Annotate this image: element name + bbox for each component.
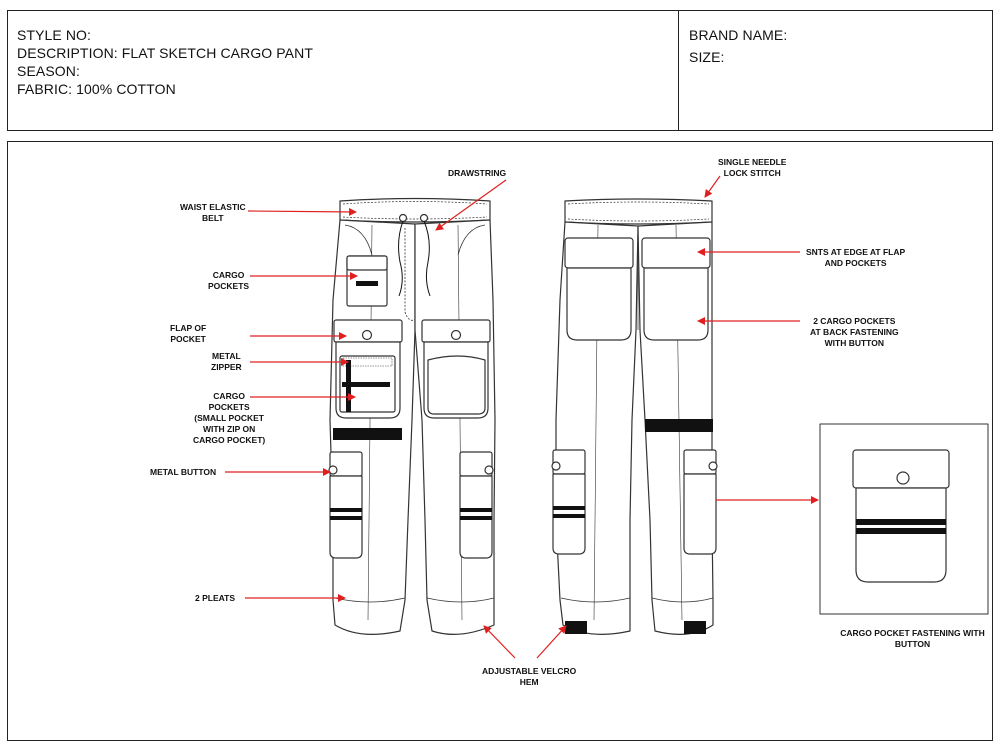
flap-of-pocket-label: FLAP OF POCKET <box>170 323 207 344</box>
single-needle-label: SINGLE NEEDLE LOCK STITCH <box>718 157 787 178</box>
drawstring-label: DRAWSTRING <box>448 168 507 178</box>
metal-zipper-label: METAL ZIPPER <box>211 351 242 372</box>
sketch-sheet <box>7 141 993 741</box>
season-label: SEASON: <box>17 63 80 79</box>
pocket-detail <box>819 423 989 615</box>
fabric-label: FABRIC: 100% COTTON <box>17 81 176 97</box>
snts-label: SNTS AT EDGE AT FLAP AND POCKETS <box>806 247 906 268</box>
description-label: DESCRIPTION: FLAT SKETCH CARGO PANT <box>17 45 313 61</box>
waist-elastic-label: WAIST ELASTIC BELT <box>180 202 246 223</box>
cargo-pockets-label: CARGO POCKETS <box>208 270 250 291</box>
spec-header <box>7 10 993 131</box>
metal-button-label: METAL BUTTON <box>150 467 217 477</box>
header-divider <box>678 11 679 130</box>
small-pocket-label: CARGO POCKETS (SMALL POCKET WITH ZIP ON … <box>193 391 266 445</box>
size-label: SIZE: <box>689 49 725 65</box>
two-pleats-label: 2 PLEATS <box>195 593 235 603</box>
back-view-pant <box>551 198 718 635</box>
detail-caption: CARGO POCKET FASTENING WITH BUTTON <box>840 628 985 649</box>
front-view-pant <box>328 197 496 635</box>
callout-arrows <box>225 175 819 659</box>
velcro-hem-label: ADJUSTABLE VELCRO HEM <box>482 666 577 687</box>
style-no-label: STYLE NO: <box>17 27 92 43</box>
brand-name-label: BRAND NAME: <box>689 27 788 43</box>
back-pockets-label: 2 CARGO POCKETS AT BACK FASTENING WITH B… <box>810 316 899 348</box>
